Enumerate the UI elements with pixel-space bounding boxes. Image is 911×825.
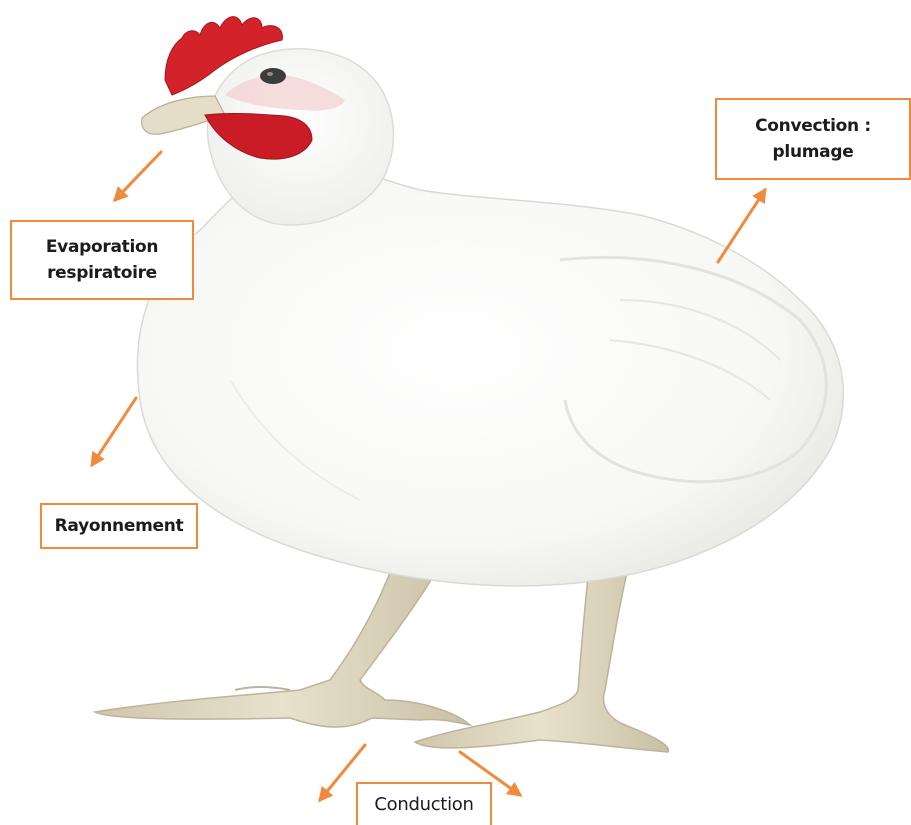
arrow-rayonnement (92, 398, 136, 465)
label-conduction-text: Conduction (374, 792, 473, 818)
label-convection-line2: plumage (755, 139, 871, 165)
arrow-evaporation (115, 152, 161, 200)
arrow-convection (718, 190, 765, 262)
label-evaporation-line2: respiratoire (46, 260, 158, 286)
chicken-head (142, 17, 394, 225)
eye-shape (260, 68, 286, 84)
label-conduction: Conduction (356, 782, 492, 825)
label-evaporation: Evaporation respiratoire (10, 220, 194, 300)
label-rayonnement-text: Rayonnement (55, 513, 184, 539)
chicken-legs (95, 560, 668, 752)
label-convection: Convection : plumage (715, 98, 911, 180)
label-evaporation-line1: Evaporation (46, 234, 158, 260)
chicken-body (138, 158, 844, 586)
label-rayonnement: Rayonnement (40, 503, 198, 549)
label-convection-line1: Convection : (755, 113, 871, 139)
